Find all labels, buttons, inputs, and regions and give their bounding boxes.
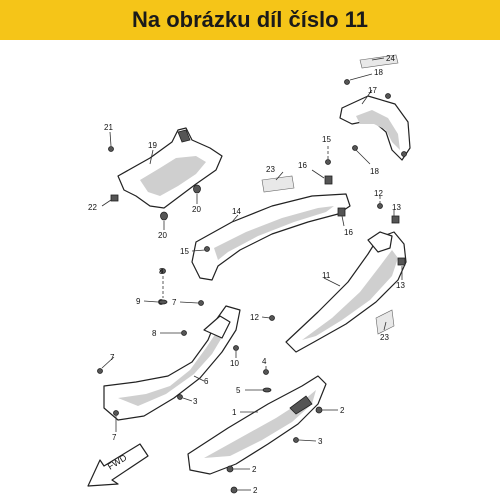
callout-6: 6 bbox=[204, 377, 209, 386]
clip-16b bbox=[337, 207, 346, 217]
part-11-side-cover bbox=[285, 231, 407, 353]
callout-11: 11 bbox=[322, 271, 331, 280]
screw-10 bbox=[233, 345, 239, 351]
callout-13: 13 bbox=[396, 281, 405, 290]
part-24-decal bbox=[359, 54, 399, 69]
part-23-decal-lower bbox=[375, 309, 395, 335]
title-banner: Na obrázku díl číslo 11 bbox=[0, 0, 500, 40]
washer-5 bbox=[262, 387, 272, 393]
callout-4: 4 bbox=[262, 357, 267, 366]
callout-2: 2 bbox=[253, 486, 258, 495]
clip-2b bbox=[226, 465, 234, 473]
callout-18: 18 bbox=[374, 68, 383, 77]
callout-20: 20 bbox=[192, 205, 201, 214]
screw-12b bbox=[269, 315, 275, 321]
washer-9 bbox=[158, 299, 168, 305]
callout-21: 21 bbox=[104, 123, 113, 132]
part-17-tail-cover bbox=[339, 95, 411, 161]
title-text: Na obrázku díl číslo 11 bbox=[132, 7, 368, 32]
grommet-20b bbox=[160, 211, 168, 221]
callout-2: 2 bbox=[252, 465, 257, 474]
part-19-center-cover bbox=[117, 127, 223, 209]
screw-3b bbox=[293, 437, 299, 443]
clip-13b bbox=[397, 257, 406, 266]
callout-3: 3 bbox=[318, 437, 323, 446]
nut-22 bbox=[110, 194, 119, 202]
callout-3: 3 bbox=[193, 397, 198, 406]
callout-labels: 24 18 17 18 21 19 22 20 20 15 16 23 12 1… bbox=[88, 54, 405, 495]
clip-16a bbox=[324, 175, 333, 185]
callout-24: 24 bbox=[386, 54, 395, 63]
part-14-side-panel bbox=[191, 193, 351, 281]
part-23-decal-upper bbox=[261, 175, 295, 193]
bolt-18c bbox=[385, 93, 391, 99]
fwd-arrow: FWD bbox=[87, 443, 149, 487]
part-1-floor-panel bbox=[187, 375, 327, 475]
callout-8: 8 bbox=[159, 267, 164, 276]
callout-16: 16 bbox=[298, 161, 307, 170]
screw-3a bbox=[177, 394, 183, 400]
callout-19: 19 bbox=[148, 141, 157, 150]
clip-13a bbox=[391, 215, 400, 224]
callout-15: 15 bbox=[180, 247, 189, 256]
callout-7: 7 bbox=[110, 353, 115, 362]
screw-15b bbox=[204, 246, 210, 252]
callout-16: 16 bbox=[344, 228, 353, 237]
callout-22: 22 bbox=[88, 203, 97, 212]
callout-23: 23 bbox=[380, 333, 389, 342]
callout-23: 23 bbox=[266, 165, 275, 174]
screw-7b bbox=[97, 368, 103, 374]
callout-5: 5 bbox=[236, 386, 241, 395]
screw-8b bbox=[181, 330, 187, 336]
callout-12: 12 bbox=[374, 189, 383, 198]
screw-21 bbox=[108, 146, 114, 152]
bolt-18a bbox=[344, 79, 350, 85]
callout-12: 12 bbox=[250, 313, 259, 322]
callout-18: 18 bbox=[370, 167, 379, 176]
callout-7: 7 bbox=[172, 298, 177, 307]
callout-15: 15 bbox=[322, 135, 331, 144]
callout-9: 9 bbox=[136, 297, 141, 306]
screw-7a bbox=[198, 300, 204, 306]
bolt-18d bbox=[401, 151, 407, 157]
callout-2: 2 bbox=[340, 406, 345, 415]
bolt-18b bbox=[352, 145, 358, 151]
callout-8: 8 bbox=[152, 329, 157, 338]
callout-20: 20 bbox=[158, 231, 167, 240]
screw-12a bbox=[377, 203, 383, 209]
screw-4 bbox=[263, 369, 269, 375]
grommet-20a bbox=[193, 184, 201, 194]
callout-10: 10 bbox=[230, 359, 239, 368]
clip-2a bbox=[315, 406, 323, 414]
callout-17: 17 bbox=[368, 86, 377, 95]
screw-7c bbox=[113, 410, 119, 416]
screw-15a bbox=[325, 159, 331, 165]
callout-13: 13 bbox=[392, 203, 401, 212]
callout-14: 14 bbox=[232, 207, 241, 216]
callout-1: 1 bbox=[232, 408, 237, 417]
callout-7: 7 bbox=[112, 433, 117, 442]
clip-2c bbox=[230, 486, 238, 494]
leader-lines bbox=[101, 57, 403, 491]
part-6-lower-cover bbox=[103, 305, 241, 421]
screw-8a bbox=[160, 268, 166, 274]
